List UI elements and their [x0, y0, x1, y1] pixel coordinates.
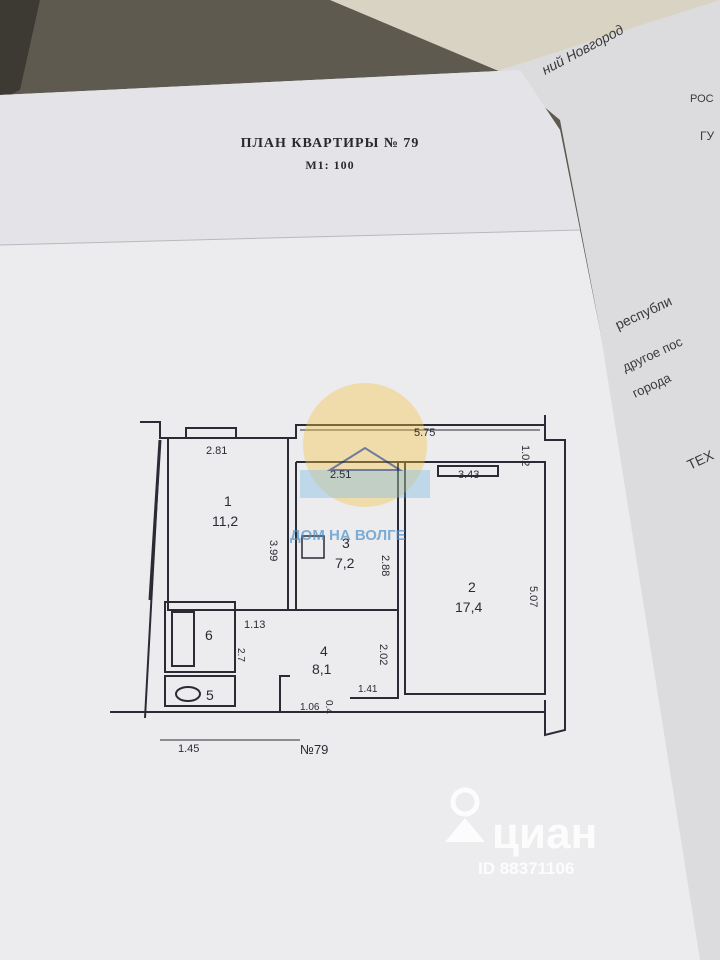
dim-3-43: 3.43: [458, 469, 479, 481]
dim-1-02: 1.02: [519, 445, 531, 466]
location-pin-tip-icon: [445, 818, 485, 842]
room-2-area: 17,4: [455, 599, 482, 615]
right-wall: [544, 415, 566, 737]
logo-sun-icon: [303, 383, 427, 507]
bathtub: [171, 611, 195, 667]
dimension-labels: 5.75 2.81 2.51 3.43 1.02 3.99 2.88 5.07 …: [178, 427, 539, 757]
location-pin-icon: [450, 787, 480, 817]
bg-doc-corner-text-2: ГУ: [700, 129, 714, 143]
background-document: [500, 0, 720, 960]
room-5-outline: [164, 675, 236, 707]
dim-2-7: 2.7: [235, 648, 246, 662]
brand-logo-text: ДОМ НА ВОЛГЕ: [290, 527, 406, 544]
dim-5-75: 5.75: [414, 427, 435, 439]
dim-1-45: 1.45: [178, 743, 199, 755]
logo-house-icon: [326, 446, 404, 471]
dim-1-41: 1.41: [358, 684, 378, 695]
room-3-area: 7,2: [335, 555, 355, 571]
room-2-outline: [404, 461, 546, 695]
main-paper: [0, 70, 700, 960]
room-1-area: 11,2: [212, 513, 238, 529]
cian-watermark: циан ID 88371106: [445, 787, 597, 878]
brand-logo: ДОМ НА ВОЛГЕ: [290, 383, 430, 544]
dim-2-02: 2.02: [377, 644, 389, 665]
dim-2-88: 2.88: [379, 555, 391, 576]
room-1-number: 1: [224, 493, 232, 509]
left-wall-inner: [148, 439, 162, 601]
room-4-number: 4: [320, 643, 328, 659]
room-4-outline: [240, 609, 399, 699]
logo-water-icon: [300, 470, 430, 498]
dim-5-07: 5.07: [527, 586, 539, 607]
dim-2-81: 2.81: [206, 445, 227, 457]
plan-title: ПЛАН КВАРТИРЫ № 79: [240, 136, 420, 151]
cian-logo-text: циан: [492, 809, 597, 858]
apartment-number-label: №79: [300, 742, 328, 757]
room-2-number: 2: [468, 579, 476, 595]
bg-doc-corner-text: РОС: [690, 93, 714, 105]
room-6-number: 6: [205, 627, 213, 643]
room-6-outline: [164, 601, 236, 673]
dim-3-99: 3.99: [267, 540, 279, 561]
dim-2-51: 2.51: [330, 469, 351, 481]
entrance-wall: [279, 675, 290, 712]
toilet: [175, 686, 201, 702]
window-room-2: [437, 465, 499, 477]
paper-fold-line: [0, 229, 581, 246]
window-room-1: [185, 427, 237, 439]
plan-scale: М1: 100: [305, 158, 355, 172]
floor-plan: [110, 415, 566, 741]
room-4-area: 8,1: [312, 661, 332, 677]
stove: [301, 535, 325, 559]
room-3-number: 3: [342, 535, 350, 551]
cian-id-text: ID 88371106: [478, 859, 574, 878]
paper-top-fold: [0, 70, 580, 245]
room-labels: 1 11,2 2 17,4 3 7,2 4 8,1 5 6: [205, 493, 482, 703]
room-5-number: 5: [206, 687, 214, 703]
dim-1-06: 1.06: [300, 702, 320, 713]
dim-1-13: 1.13: [244, 619, 265, 631]
left-dark-edge: [0, 0, 40, 100]
dim-0-4: 0.4: [323, 700, 334, 714]
